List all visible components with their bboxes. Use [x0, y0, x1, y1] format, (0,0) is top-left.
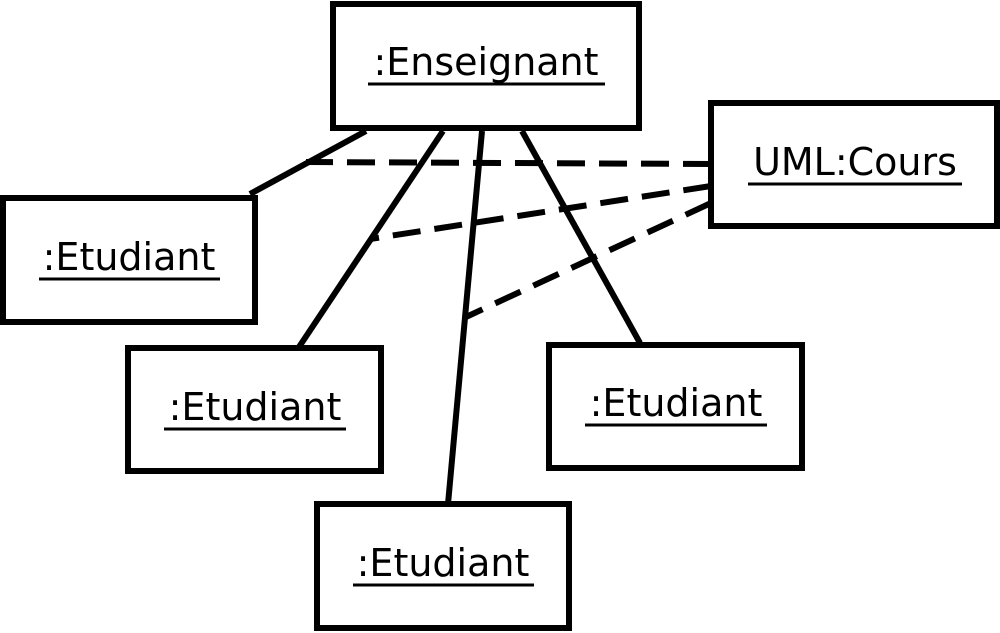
- enseignant-label: :Enseignant: [373, 40, 598, 84]
- dashed-link-cours-3: [464, 200, 713, 320]
- etudiant-box-4: [546, 342, 805, 471]
- dashed-link-cours-2: [369, 183, 712, 242]
- etudiant-object-3: :Etudiant: [314, 501, 572, 631]
- etudiant-object-1: :Etudiant: [0, 195, 258, 325]
- etudiant-box-3: [314, 501, 572, 631]
- etudiant-label-1: :Etudiant: [43, 235, 216, 279]
- etudiant-label-2: :Etudiant: [169, 385, 342, 429]
- cours-label: UML:Cours: [753, 140, 957, 184]
- enseignant-object: :Enseignant: [330, 1, 642, 131]
- enseignant-box: [330, 1, 642, 131]
- dashed-link-cours-1: [305, 159, 712, 167]
- etudiant-box-2: [125, 345, 384, 474]
- etudiant-box-1: [0, 195, 258, 325]
- etudiant-object-2: :Etudiant: [125, 345, 384, 474]
- etudiant-label-3: :Etudiant: [357, 541, 530, 585]
- cours-box: [708, 100, 1000, 229]
- etudiant-label-4: :Etudiant: [590, 381, 763, 425]
- cours-object: UML:Cours: [708, 100, 1000, 229]
- link-enseignant-etudiant-3: [445, 130, 485, 505]
- link-enseignant-etudiant-4: [519, 129, 643, 345]
- etudiant-object-4: :Etudiant: [546, 342, 805, 471]
